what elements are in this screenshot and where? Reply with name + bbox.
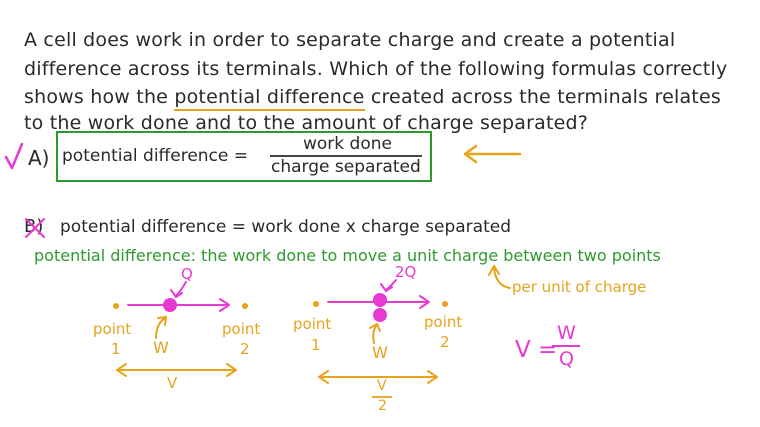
right-point1-label: point	[293, 315, 332, 333]
left-label-arrow-icon	[170, 281, 187, 299]
right-distance-den: 2	[378, 398, 387, 414]
question-line-3-end: created across the terminals relates	[370, 86, 721, 108]
right-label-arrow-icon	[380, 279, 397, 293]
right-point2-label: point	[424, 313, 463, 331]
final-formula-lhs: V =	[515, 337, 558, 363]
left-point2-num: 2	[240, 340, 250, 358]
question-line-3: shows how the potential difference creat…	[24, 86, 721, 111]
definition-note: per unit of charge	[512, 278, 647, 296]
right-charge-dot-top	[373, 293, 387, 307]
option-a-formula-box	[56, 131, 432, 182]
left-distance-arrow-icon	[116, 363, 237, 377]
option-a-label: A)	[28, 146, 50, 170]
question-line-3-start: shows how the	[24, 86, 169, 108]
question-line-1: A cell does work in order to separate ch…	[24, 29, 676, 51]
left-point1-label: point	[93, 320, 132, 338]
note-arrow-icon	[488, 265, 511, 289]
highlighted-term: potential difference	[174, 86, 365, 111]
right-work-arrow-icon	[369, 322, 381, 344]
left-point1-dot	[113, 303, 119, 309]
option-a-numerator: work done	[303, 134, 392, 154]
question-line-4: to the work done and to the amount of ch…	[24, 112, 589, 134]
final-formula-numerator: W	[557, 322, 576, 344]
left-charge-dot	[163, 298, 177, 312]
option-a-denominator: charge separated	[271, 157, 421, 177]
right-point2-num: 2	[440, 333, 450, 351]
left-work-label: W	[153, 338, 169, 357]
right-distance-num: V	[377, 378, 387, 394]
left-distance-label: V	[167, 374, 178, 392]
final-formula-denominator: Q	[559, 348, 574, 370]
right-point1-num: 1	[311, 336, 321, 354]
arrow-left-icon	[463, 144, 522, 164]
right-distance-arrow-icon	[318, 370, 438, 384]
checkmark-icon	[4, 142, 24, 170]
left-point2-label: point	[222, 320, 261, 338]
left-charge-arrow-icon	[127, 298, 230, 312]
right-charge-label: 2Q	[395, 263, 417, 281]
right-work-label: W	[372, 343, 388, 362]
definition-text: potential difference: the work done to m…	[34, 246, 661, 265]
right-charge-dot-bottom	[373, 308, 387, 322]
right-point1-dot	[313, 301, 319, 307]
option-a-lhs: potential difference =	[62, 146, 249, 166]
option-b-text: potential difference = work done x charg…	[60, 217, 511, 237]
left-charge-label: Q	[181, 265, 193, 283]
cross-icon	[25, 218, 45, 238]
left-point1-num: 1	[111, 340, 121, 358]
right-point2-dot	[442, 301, 448, 307]
question-line-2: difference across its terminals. Which o…	[24, 58, 728, 80]
left-work-arrow-icon	[155, 315, 168, 339]
left-point2-dot	[242, 303, 248, 309]
